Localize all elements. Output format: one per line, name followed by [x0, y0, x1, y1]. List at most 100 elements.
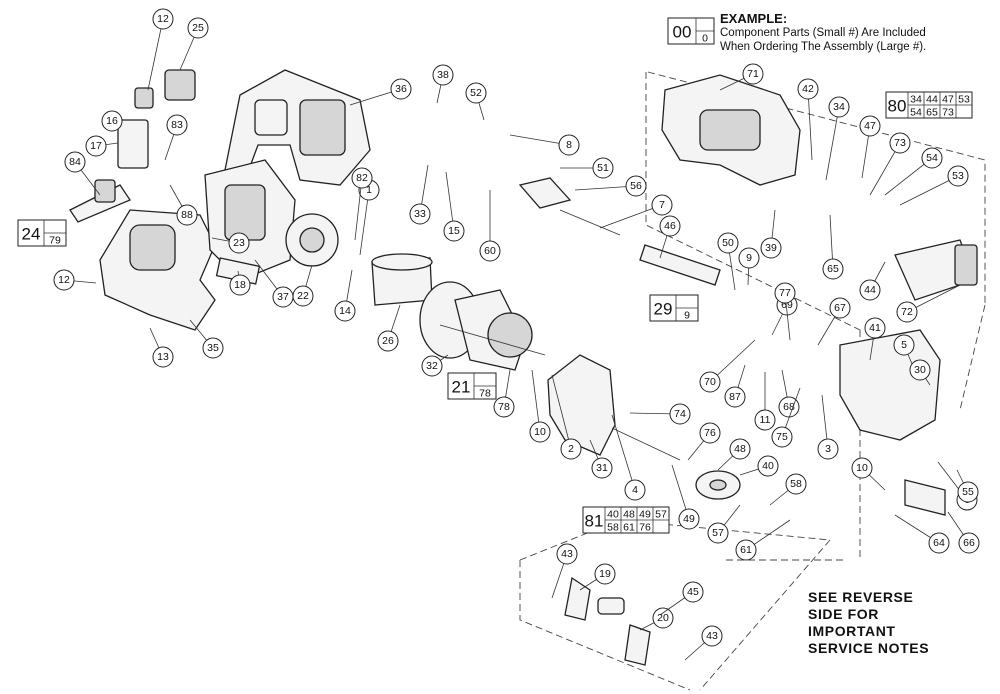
callout-number: 42	[802, 83, 814, 95]
callout-82: 82	[351, 167, 373, 241]
callout-55: 55	[956, 469, 979, 503]
assembly-number: 29	[654, 300, 673, 319]
callout-number: 64	[933, 537, 945, 549]
callout-54: 54	[884, 147, 943, 196]
callout-leader	[599, 204, 663, 229]
callout-number: 68	[783, 401, 795, 413]
callout-number: 43	[706, 630, 718, 642]
callout-number: 11	[760, 414, 771, 426]
component-number: 58	[607, 522, 619, 534]
callout-circle	[228, 232, 250, 254]
shaft-49	[611, 427, 681, 461]
callout-number: 12	[58, 274, 70, 286]
callout-number: 9	[746, 252, 752, 264]
callout-45: 45	[659, 581, 704, 616]
callout-7: 7	[599, 194, 673, 229]
callout-52: 52	[465, 82, 487, 121]
armature-21	[439, 289, 546, 371]
callout-number: 33	[414, 208, 426, 220]
callout-43: 43	[551, 543, 578, 599]
callout-18: 18	[229, 270, 251, 296]
callout-circle	[921, 147, 943, 169]
callout-number: 37	[277, 291, 289, 303]
component-number: 61	[623, 522, 635, 534]
callout-number: 54	[926, 152, 938, 164]
callout-68: 68	[778, 369, 800, 418]
callout-number: 72	[901, 306, 913, 318]
callout-number: 34	[833, 101, 845, 113]
callout-number: 15	[448, 225, 460, 237]
callout-4: 4	[611, 414, 646, 501]
callout-88: 88	[169, 184, 198, 226]
callout-32: 32	[421, 354, 449, 377]
callout-87: 87	[724, 364, 746, 408]
callout-51: 51	[560, 157, 614, 179]
assembly-number: 00	[673, 23, 692, 42]
callout-circle	[187, 17, 209, 39]
callout-number: 1	[366, 184, 372, 196]
assembly-number: 80	[888, 97, 907, 116]
brush-holder-25	[134, 69, 196, 109]
callout-number: 36	[395, 83, 407, 95]
callout-33: 33	[409, 164, 431, 225]
example-line-1: Component Parts (Small #) Are Included	[720, 27, 926, 39]
callout-number: 57	[712, 527, 724, 539]
callout-number: 10	[856, 462, 868, 474]
callout-10: 10	[851, 457, 886, 491]
component-number: 34	[910, 94, 922, 106]
callout-53: 53	[899, 165, 969, 206]
assembly-number: 21	[452, 378, 471, 397]
callout-circle	[797, 78, 819, 100]
pillow-56	[518, 177, 572, 209]
callout-74: 74	[629, 403, 691, 425]
shoe-72	[894, 239, 978, 301]
component-number: 44	[926, 94, 938, 106]
callout-number: 30	[914, 364, 926, 376]
wobble-plate-boundary	[519, 519, 831, 691]
callout-circle	[717, 232, 739, 254]
callout-17: 17	[85, 135, 119, 157]
component-number: 47	[942, 94, 954, 106]
callout-circle	[591, 457, 613, 479]
callout-72: 72	[896, 284, 961, 323]
callout-number: 16	[106, 115, 118, 127]
callout-70: 70	[699, 339, 756, 393]
callout-number: 82	[356, 172, 368, 184]
callout-leader	[825, 106, 840, 181]
callout-circle	[53, 269, 75, 291]
callout-circle	[152, 346, 174, 368]
callout-circle	[822, 258, 844, 280]
callout-number: 19	[599, 568, 611, 580]
callout-67: 67	[817, 297, 851, 346]
cord-set-84	[69, 179, 131, 223]
callout-circle	[669, 403, 691, 425]
callout-57: 57	[707, 504, 741, 544]
callout-circle	[947, 165, 969, 187]
callout-46: 46	[659, 215, 681, 259]
callout-circle	[560, 438, 582, 460]
switch-18	[117, 119, 149, 169]
bearing-housing-26	[371, 253, 433, 306]
callout-number: 12	[157, 13, 169, 25]
callout-number: 31	[596, 462, 608, 474]
callout-8: 8	[509, 134, 580, 156]
callout-layer: 1234567891010111212131415161718192022232…	[53, 8, 980, 661]
service-notes-line-1: SEE REVERSE	[808, 589, 914, 605]
callout-30: 30	[909, 359, 931, 386]
callout-leader	[359, 189, 370, 256]
shaft-7	[559, 209, 621, 236]
callout-36: 36	[349, 78, 412, 106]
blade-clamp-66	[904, 479, 946, 516]
callout-circle	[724, 386, 746, 408]
callout-number: 14	[339, 305, 351, 317]
callout-circle	[659, 215, 681, 237]
callout-circle	[701, 625, 723, 647]
callout-circle	[738, 247, 760, 269]
callout-circle	[409, 203, 431, 225]
callout-circle	[592, 157, 614, 179]
callout-number: 13	[157, 351, 169, 363]
callout-circle	[202, 337, 224, 359]
callout-circle	[377, 330, 399, 352]
